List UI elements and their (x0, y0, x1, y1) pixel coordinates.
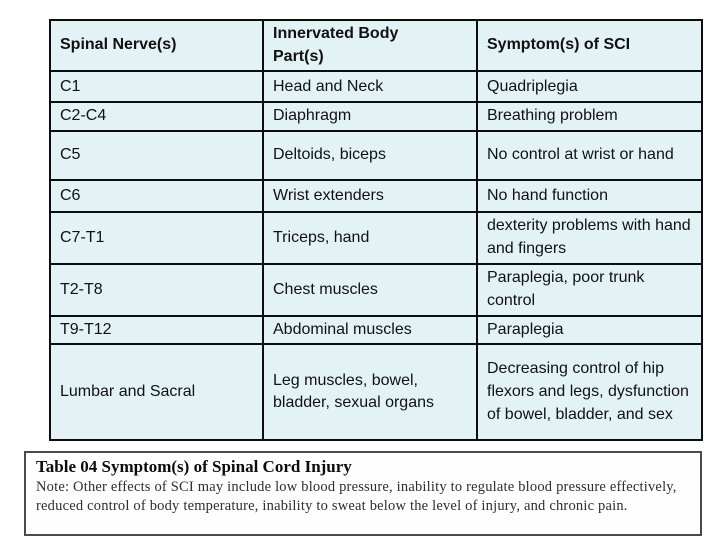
caption-box: Table 04 Symptom(s) of Spinal Cord Injur… (24, 451, 702, 536)
table-row: T2-T8 Chest muscles Paraplegia, poor tru… (49, 263, 703, 317)
cell-body-part: Leg muscles, bowel, bladder, sexual orga… (262, 343, 478, 442)
cell-body-part: Triceps, hand (262, 211, 478, 266)
table-row: Lumbar and Sacral Leg muscles, bowel, bl… (49, 343, 703, 442)
cell-symptom: Paraplegia, poor trunk control (476, 263, 703, 317)
table-body: C1 Head and Neck Quadriplegia C2-C4 Diap… (49, 70, 703, 442)
cell-body-part: Abdominal muscles (262, 314, 478, 346)
table-row: C2-C4 Diaphragm Breathing problem (49, 101, 703, 133)
cell-symptom: No hand function (476, 179, 703, 214)
cell-body-part: Head and Neck (262, 70, 478, 104)
table-row: C5 Deltoids, biceps No control at wrist … (49, 130, 703, 182)
table-row: C7-T1 Triceps, hand dexterity problems w… (49, 211, 703, 266)
column-header-innervated-body-part: Innervated Body Part(s) (262, 18, 478, 73)
column-header-symptom: Symptom(s) of SCI (476, 18, 703, 73)
cell-body-part: Chest muscles (262, 263, 478, 317)
cell-body-part: Diaphragm (262, 101, 478, 133)
cell-nerve: C5 (49, 130, 264, 182)
table-header: Spinal Nerve(s) Innervated Body Part(s) … (49, 18, 703, 73)
cell-symptom: Paraplegia (476, 314, 703, 346)
cell-body-part: Deltoids, biceps (262, 130, 478, 182)
cell-nerve: T2-T8 (49, 263, 264, 317)
table-row: C1 Head and Neck Quadriplegia (49, 70, 703, 104)
cell-nerve: T9-T12 (49, 314, 264, 346)
cell-body-part: Wrist extenders (262, 179, 478, 214)
sci-symptoms-table: Spinal Nerve(s) Innervated Body Part(s) … (49, 18, 703, 442)
table-row: T9-T12 Abdominal muscles Paraplegia (49, 314, 703, 346)
column-header-spinal-nerve: Spinal Nerve(s) (49, 18, 264, 73)
cell-nerve: C6 (49, 179, 264, 214)
cell-symptom: Breathing problem (476, 101, 703, 133)
cell-nerve: C1 (49, 70, 264, 104)
cell-nerve: C7-T1 (49, 211, 264, 266)
cell-symptom: No control at wrist or hand (476, 130, 703, 182)
header-row: Spinal Nerve(s) Innervated Body Part(s) … (49, 18, 703, 73)
cell-nerve: C2-C4 (49, 101, 264, 133)
caption-note: Note: Other effects of SCI may include l… (36, 479, 677, 514)
cell-nerve: Lumbar and Sacral (49, 343, 264, 442)
caption-title: Table 04 Symptom(s) of Spinal Cord Injur… (36, 457, 352, 476)
cell-symptom: Quadriplegia (476, 70, 703, 104)
table-row: C6 Wrist extenders No hand function (49, 179, 703, 214)
cell-symptom: dexterity problems with hand and fingers (476, 211, 703, 266)
cell-symptom: Decreasing control of hip flexors and le… (476, 343, 703, 442)
